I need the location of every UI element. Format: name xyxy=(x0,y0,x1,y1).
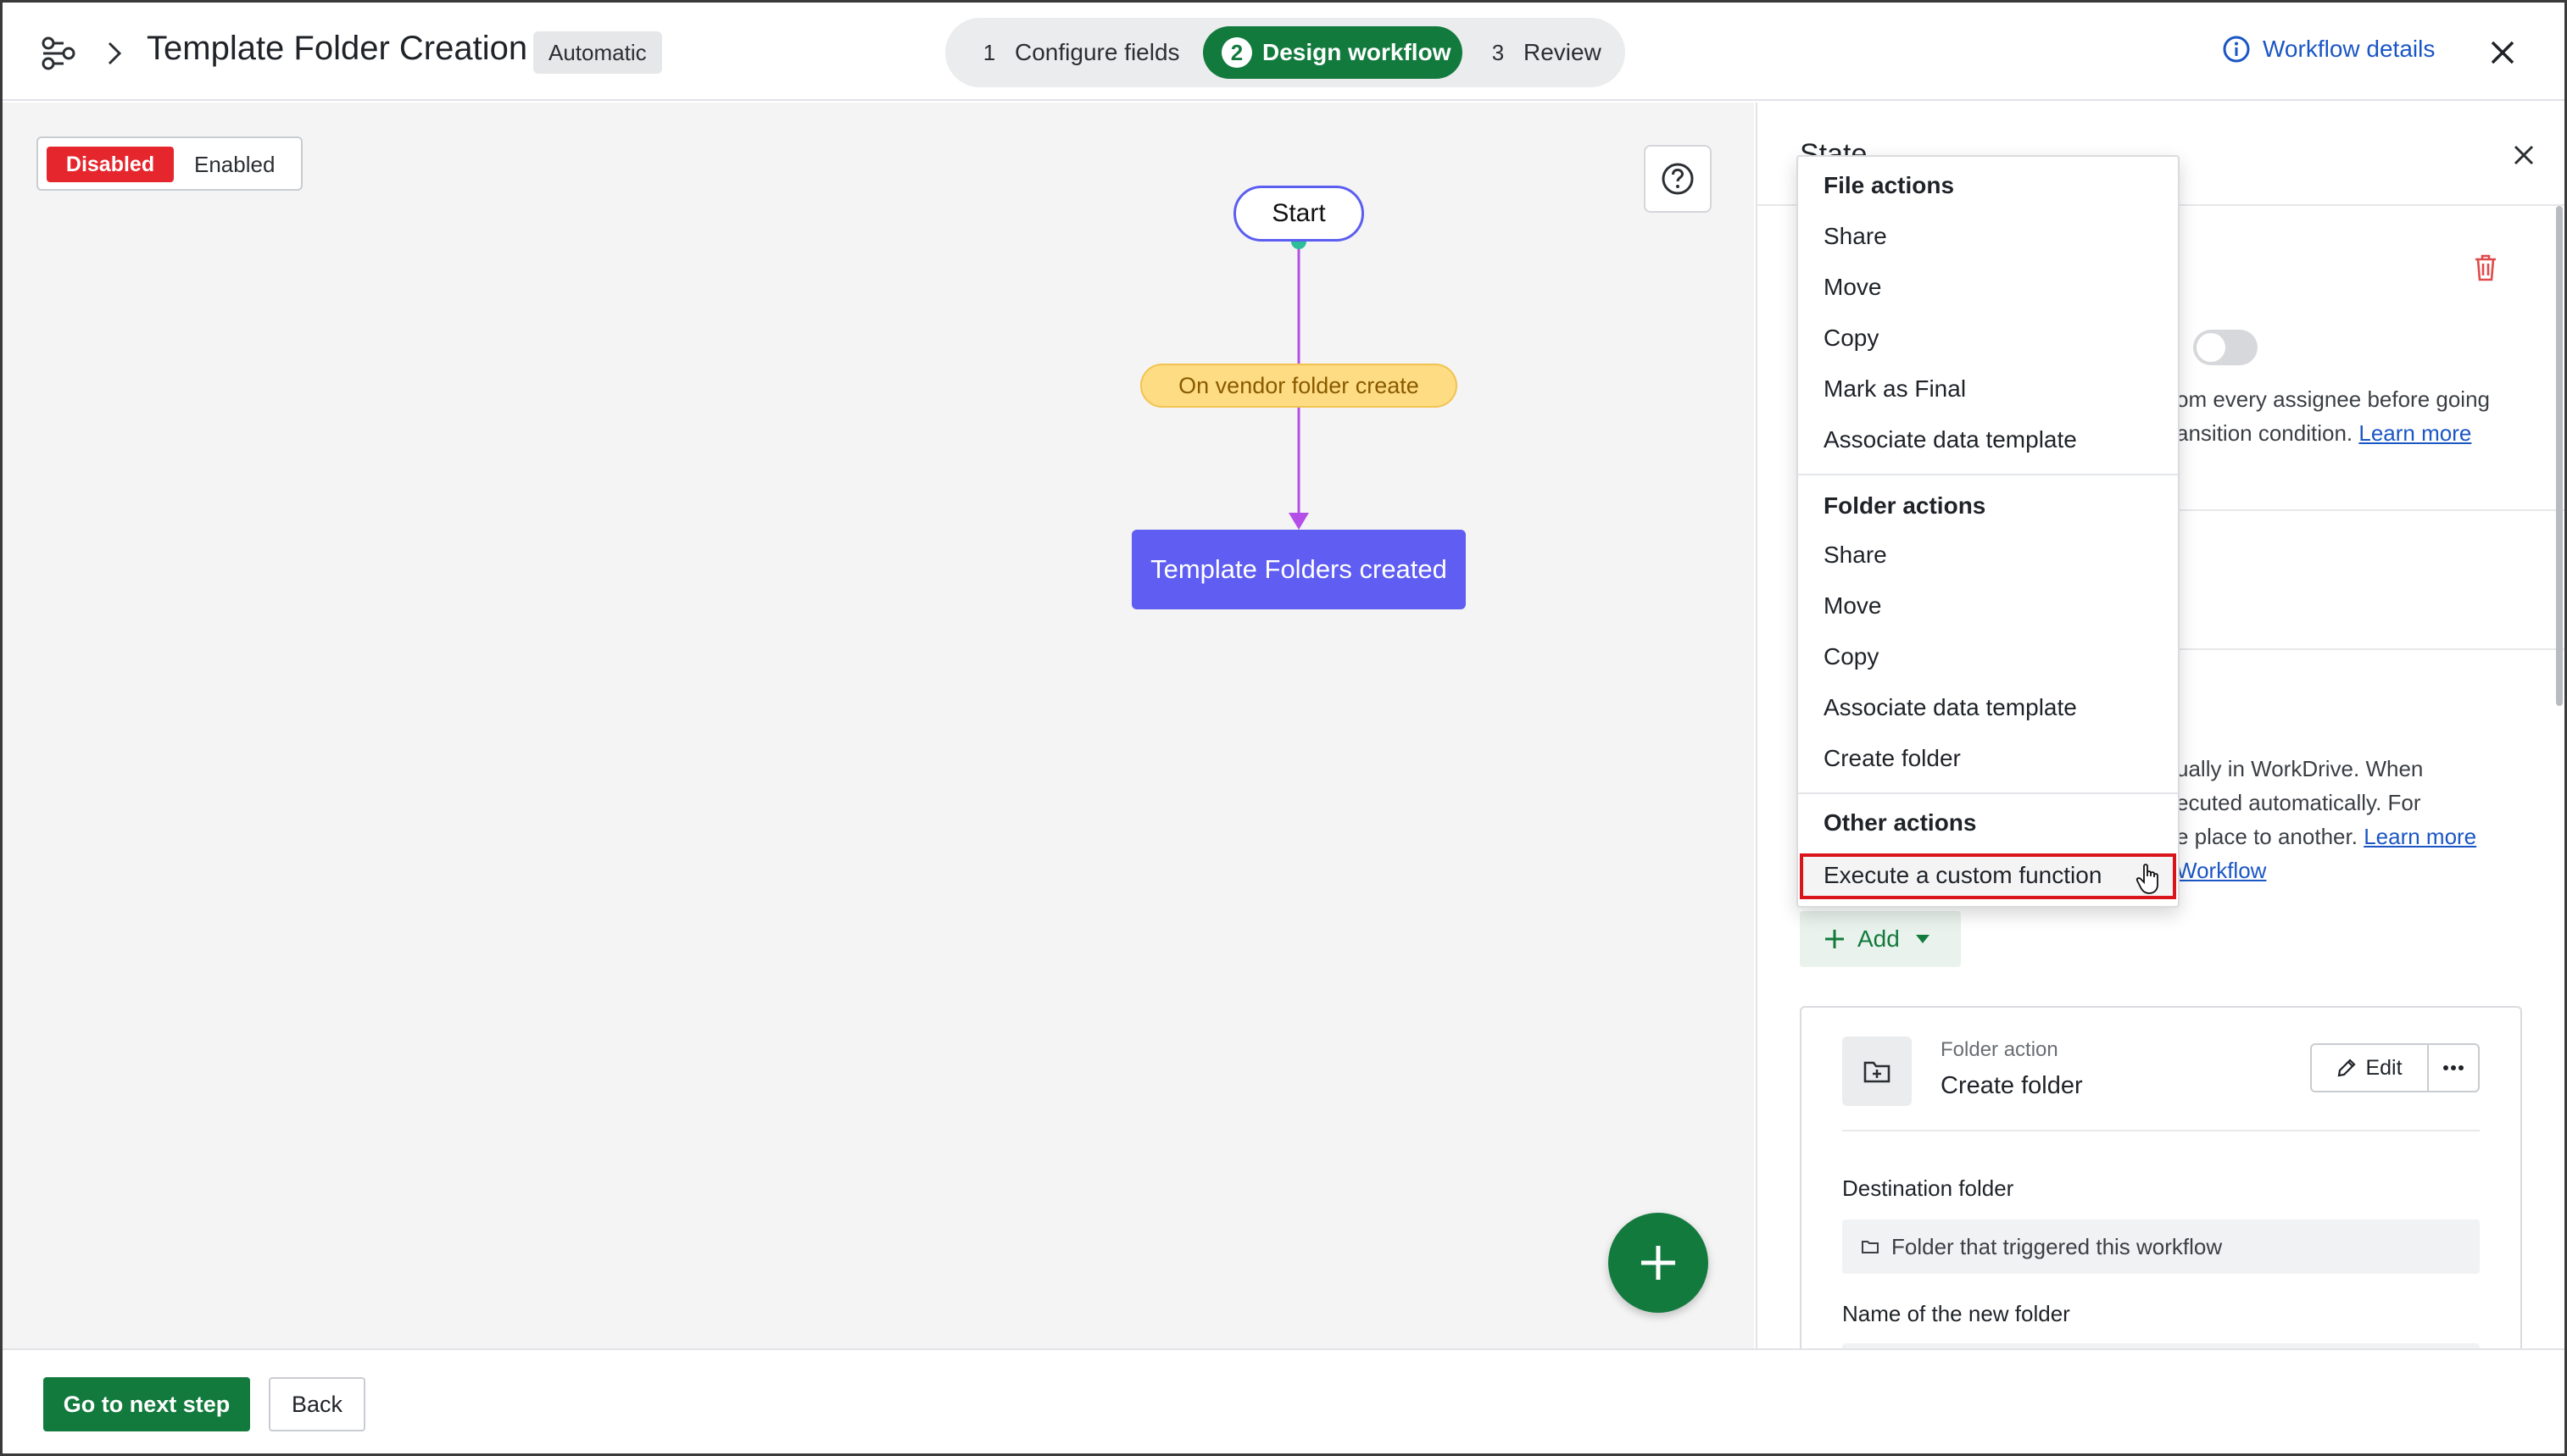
enabled-option[interactable]: Enabled xyxy=(194,152,276,177)
more-options-button[interactable] xyxy=(2427,1043,2480,1092)
top-header: Template Folder Creation Automatic 1 Con… xyxy=(3,3,2564,101)
plus-icon xyxy=(1641,1246,1675,1280)
edit-label: Edit xyxy=(2365,1055,2403,1080)
workflow-stepper: 1 Configure fields 2 Design workflow 3 R… xyxy=(945,18,1625,87)
ellipsis-icon xyxy=(2443,1065,2464,1070)
step-label: Review xyxy=(1523,39,1601,65)
edit-action-button[interactable]: Edit xyxy=(2310,1043,2429,1092)
destination-folder-value: Folder that triggered this workflow xyxy=(1891,1233,2223,1259)
step-configure-fields[interactable]: 1 Configure fields xyxy=(974,26,1180,79)
approval-description-line1: om every assignee before going xyxy=(2176,386,2491,412)
menu-separator xyxy=(1798,474,2178,475)
menu-item-create-folder[interactable]: Create folder xyxy=(1824,745,1961,771)
approval-toggle-switch[interactable] xyxy=(2193,330,2258,365)
new-folder-name-label: Name of the new folder xyxy=(1842,1301,2070,1326)
actions-description-text: e place to another. xyxy=(2176,824,2358,849)
folder-plus-icon xyxy=(1863,1061,1890,1083)
menu-separator xyxy=(1798,792,2178,794)
panel-scrollbar[interactable] xyxy=(2556,206,2563,706)
breadcrumb-chevron-icon xyxy=(108,42,122,65)
step-review[interactable]: 3 Review xyxy=(1483,26,1601,79)
info-icon xyxy=(2223,36,2250,63)
folder-action-card: Folder action Create folder Edit Destina… xyxy=(1800,1006,2522,1348)
divider xyxy=(1800,648,2564,650)
panel-close-icon[interactable] xyxy=(2512,143,2536,167)
actions-description-line1: ually in WorkDrive. When xyxy=(2176,756,2424,781)
menu-heading-other-actions: Other actions xyxy=(1824,809,1977,836)
menu-item-folder-share[interactable]: Share xyxy=(1824,542,1887,568)
transition-trigger-node[interactable]: On vendor folder create xyxy=(1140,364,1457,408)
menu-item-label: Execute a custom function xyxy=(1824,862,2102,888)
step-number: 1 xyxy=(983,40,996,65)
actions-description-line4: Workflow xyxy=(2176,853,2266,887)
menu-heading-folder-actions: Folder actions xyxy=(1824,492,1986,519)
pencil-icon xyxy=(2338,1059,2357,1077)
actions-description-line3: e place to another. Learn more xyxy=(2176,820,2476,853)
action-name: Create folder xyxy=(1941,1072,2083,1099)
folder-action-icon-box xyxy=(1842,1036,1912,1106)
step-label: Configure fields xyxy=(1015,39,1180,65)
add-action-button[interactable]: Add xyxy=(1800,911,1961,967)
menu-item-file-share[interactable]: Share xyxy=(1824,223,1887,249)
disabled-option[interactable]: Disabled xyxy=(47,147,174,182)
approval-description-text: ansition condition. xyxy=(2176,420,2353,446)
menu-item-execute-custom-function[interactable]: Execute a custom function xyxy=(1800,853,2176,899)
action-type: Folder action xyxy=(1941,1038,2058,1061)
menu-item-folder-move[interactable]: Move xyxy=(1824,592,1882,619)
approval-description-line2: ansition condition. Learn more xyxy=(2176,416,2471,450)
state-node[interactable]: Template Folders created xyxy=(1132,530,1466,609)
step-number: 3 xyxy=(1491,40,1505,65)
mode-badge: Automatic xyxy=(533,31,662,74)
question-icon xyxy=(1662,163,1694,195)
start-node[interactable]: Start xyxy=(1233,186,1364,242)
help-button[interactable] xyxy=(1644,145,1712,213)
go-to-next-step-button[interactable]: Go to next step xyxy=(43,1377,250,1431)
back-button[interactable]: Back xyxy=(269,1377,365,1431)
folder-icon xyxy=(1862,1241,1879,1253)
workflow-details-label: Workflow details xyxy=(2263,36,2436,62)
menu-item-folder-associate-template[interactable]: Associate data template xyxy=(1824,694,2077,720)
learn-more-link-2[interactable]: Learn more xyxy=(2364,824,2477,849)
menu-item-file-move[interactable]: Move xyxy=(1824,274,1882,300)
divider xyxy=(1800,509,2564,511)
menu-item-file-copy[interactable]: Copy xyxy=(1824,325,1879,351)
bottom-footer: Go to next step Back xyxy=(3,1348,2564,1453)
workflow-help-link[interactable]: Workflow xyxy=(2176,858,2267,883)
close-icon[interactable] xyxy=(2488,38,2517,67)
workflow-details-link[interactable]: Workflow details xyxy=(2222,35,2435,64)
workflow-icon[interactable] xyxy=(40,35,77,72)
add-action-menu: File actions Share Move Copy Mark as Fin… xyxy=(1796,155,2180,908)
hand-pointer-cursor-icon xyxy=(2135,864,2158,894)
divider xyxy=(1842,1130,2480,1131)
trash-icon[interactable] xyxy=(2473,253,2498,282)
step-label: Design workflow xyxy=(1262,39,1451,65)
flow-connectors xyxy=(1289,234,1309,530)
page-title: Template Folder Creation xyxy=(147,30,528,67)
step-design-workflow[interactable]: 2 Design workflow xyxy=(1203,26,1462,79)
step-number: 2 xyxy=(1222,37,1252,68)
actions-description-line2: ecuted automatically. For xyxy=(2176,790,2421,815)
workflow-status-toggle[interactable]: Disabled Enabled xyxy=(36,136,303,191)
menu-item-mark-as-final[interactable]: Mark as Final xyxy=(1824,375,1967,402)
menu-heading-file-actions: File actions xyxy=(1824,172,1955,198)
destination-folder-label: Destination folder xyxy=(1842,1175,2014,1201)
menu-item-file-associate-template[interactable]: Associate data template xyxy=(1824,426,2077,453)
caret-down-icon xyxy=(1915,935,1929,943)
add-node-button[interactable] xyxy=(1608,1213,1708,1313)
new-folder-name-field[interactable] xyxy=(1842,1343,2480,1348)
destination-folder-field[interactable]: Folder that triggered this workflow xyxy=(1842,1220,2480,1274)
menu-item-folder-copy[interactable]: Copy xyxy=(1824,643,1879,670)
learn-more-link[interactable]: Learn more xyxy=(2358,420,2472,446)
workflow-canvas[interactable]: Disabled Enabled Start On vendor folder … xyxy=(3,103,1754,1348)
plus-icon xyxy=(1825,930,1844,948)
add-label: Add xyxy=(1857,925,1900,952)
